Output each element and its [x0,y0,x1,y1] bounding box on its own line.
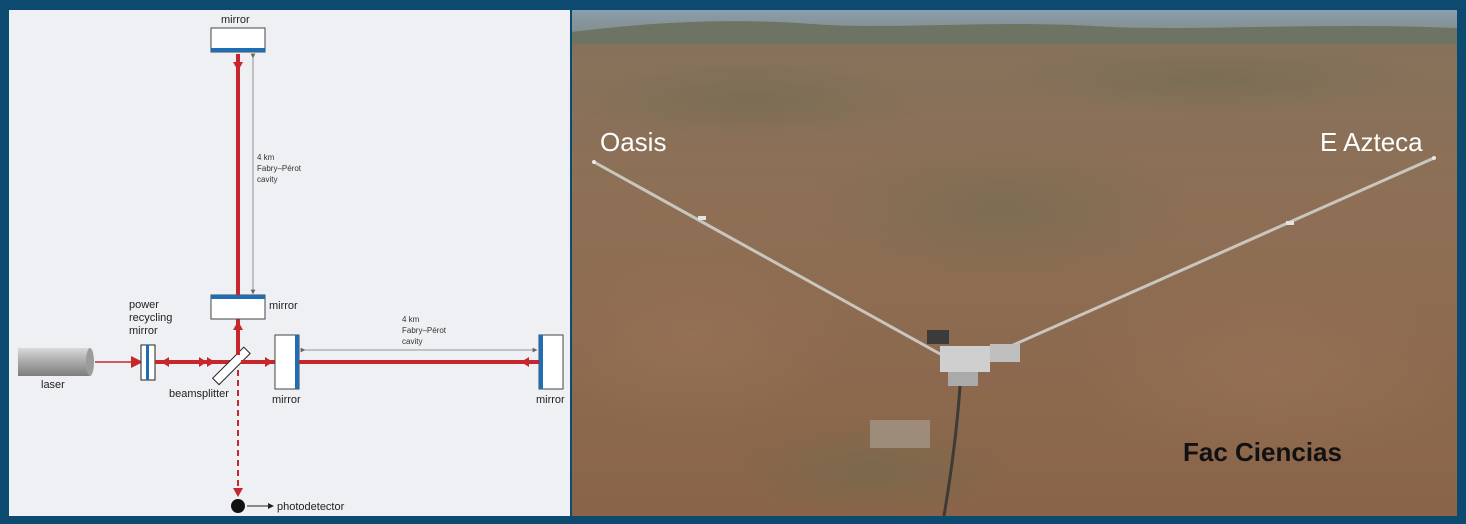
y-arm-input-arrow [233,321,243,330]
end-x-mirror-label: mirror [536,394,565,406]
right-arm-midstation [1286,221,1294,225]
x-cavity-text-3: cavity [402,337,422,346]
power-recycling-label-3: mirror [129,325,158,337]
x-arm-input-arrow [265,357,273,367]
left-arm-midstation [698,216,706,220]
terrain-patch [802,140,1202,280]
terrain-patch [1072,270,1457,470]
terrain-patch [572,250,852,430]
interferometer-diagram: laser power recycling mirror beamsplitte… [9,10,570,516]
aerial-photo: Oasis E Azteca Fac Ciencias [572,10,1457,516]
left-arm [593,160,943,357]
inner-x-mirror [274,334,300,390]
end-x-mirror [538,334,564,390]
right-end-station [1432,156,1436,160]
e-azteca-label: E Azteca [1320,127,1423,157]
y-cavity-text-3: cavity [257,175,277,184]
vertex-station [870,330,1020,448]
y-arm-cavity-arrow [233,62,243,71]
x-cavity-text-1: 4 km [402,315,420,324]
beamsplitter-label: beamsplitter [169,388,229,400]
access-road [942,385,962,516]
laser [18,348,94,376]
diagram-svg: laser power recycling mirror beamsplitte… [18,14,565,513]
x-cavity-text-2: Fabry–Pérot [402,326,447,335]
recycled-beam-arrows [161,357,215,367]
distant-hills [572,21,1457,50]
inner-x-mirror-label: mirror [272,394,301,406]
terrain-patch [572,60,932,140]
power-recycling-mirror [140,344,156,381]
beamsplitter [211,346,251,386]
terrain-patch [992,45,1432,115]
power-recycling-label-1: power [129,299,159,311]
left-end-station [592,160,596,164]
y-cavity-text-1: 4 km [257,153,275,162]
photodetector-label: photodetector [277,501,345,513]
oasis-label: Oasis [600,127,666,157]
photodetector [231,499,245,513]
laser-label: laser [41,379,65,391]
power-recycling-label-2: recycling [129,312,172,324]
right-arm [1001,156,1435,352]
terrain-patch [732,420,1012,516]
x-arm-cavity-arrow [521,357,529,367]
end-y-mirror-label: mirror [221,14,250,26]
end-y-mirror [210,27,266,53]
y-cavity-text-2: Fabry–Pérot [257,164,302,173]
inner-y-mirror [210,294,266,320]
output-beam-arrow [233,488,243,497]
aerial-photo-svg: Oasis E Azteca Fac Ciencias [572,10,1457,516]
inner-y-mirror-label: mirror [269,300,298,312]
fac-ciencias-label: Fac Ciencias [1183,437,1342,467]
